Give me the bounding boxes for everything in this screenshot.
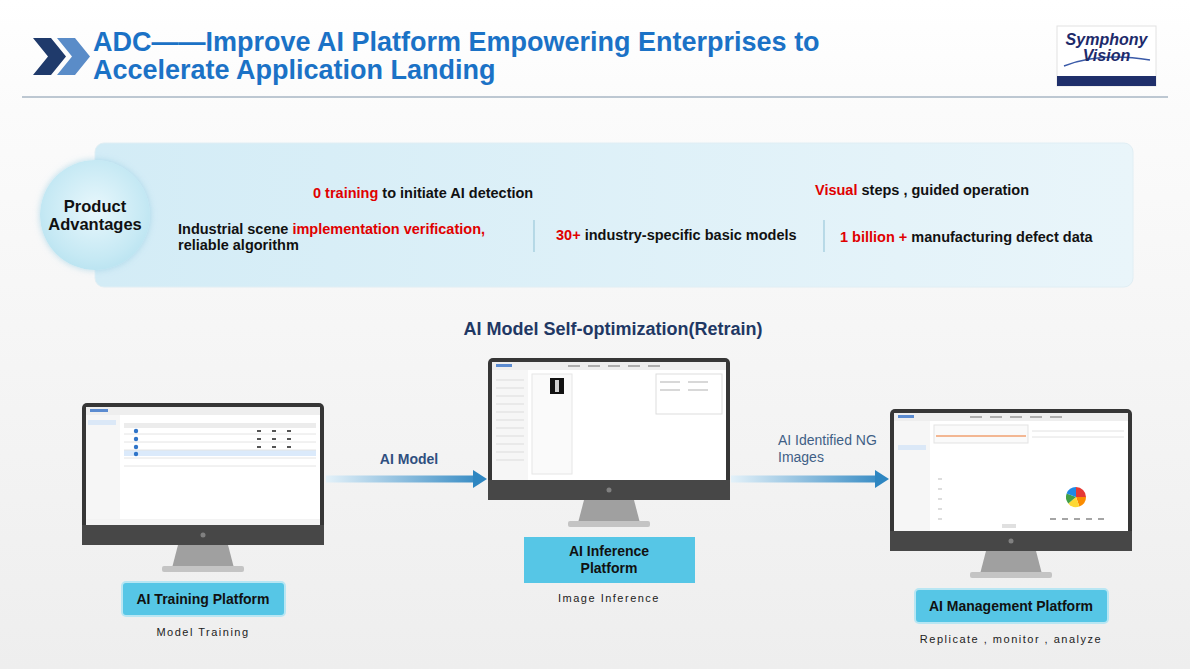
chevron	[57, 38, 90, 75]
divider	[533, 220, 534, 252]
management-monitor	[890, 409, 1132, 578]
ui-rows	[1032, 431, 1124, 437]
ui-toolbar	[894, 413, 1128, 421]
advantage-line: 30+industry-specific basic models	[556, 227, 797, 243]
advantage-text: to initiate AI detection	[382, 185, 533, 201]
highlight-text: Visual	[815, 182, 857, 198]
advantage-line: Industrial sceneimplementation verificat…	[178, 221, 485, 237]
node-text: Product Advantages	[47, 197, 143, 233]
platform-name: AI Management Platform	[929, 598, 1093, 615]
highlight-text: implementation verification,	[292, 221, 485, 237]
chevron	[33, 38, 66, 75]
ui-toolbar	[492, 362, 726, 370]
page-title: ADC——Improve AI Platform Empowering Ente…	[93, 28, 953, 84]
ui-form	[934, 425, 1028, 443]
ui-icon	[134, 452, 138, 456]
pie-slice	[1067, 487, 1076, 497]
advantage-line: 0 trainingto initiate AI detection	[313, 185, 533, 201]
ui-toolbar	[86, 407, 320, 415]
ui-image-part	[555, 380, 559, 392]
platform-caption: Replicate , monitor , analyze	[889, 633, 1133, 645]
ui-footer	[86, 519, 320, 525]
platform-label-box: AI Training Platform	[121, 581, 286, 617]
advantage-text: manufacturing defect data	[911, 229, 1092, 245]
training-monitor	[82, 403, 324, 572]
logo-box	[1057, 26, 1156, 86]
ui-tabs	[568, 365, 660, 367]
edge-label: AI Model	[380, 451, 438, 468]
ui-menu-item	[898, 445, 926, 450]
ui-ticks	[938, 479, 942, 519]
advantage-line: reliable algorithm	[178, 237, 299, 253]
ui-logo	[496, 364, 512, 367]
ui-table-head	[124, 423, 316, 428]
advantage-text: steps , guided operation	[862, 182, 1030, 198]
logo-bar	[1057, 76, 1156, 86]
ui-actions	[257, 431, 291, 447]
platform-name: AI Training Platform	[136, 591, 269, 608]
logo-text: Symphony Vision	[1059, 32, 1154, 64]
inference-monitor	[488, 358, 730, 527]
ui-icon	[134, 445, 138, 449]
ui-icon	[134, 437, 138, 441]
highlight-text: 1 billion +	[840, 229, 907, 245]
ui-list-rows	[496, 380, 524, 460]
pie-legend	[1050, 518, 1104, 520]
ui-button	[1002, 524, 1016, 528]
advantage-circle: Product Advantages	[40, 160, 150, 270]
ui-logo	[898, 415, 914, 418]
monitor	[890, 409, 1132, 578]
ui-logo	[90, 409, 108, 412]
monitor	[488, 358, 730, 527]
platform-caption: Model Training	[80, 626, 326, 638]
monitor	[82, 403, 324, 572]
ui-tabs	[970, 416, 1062, 418]
platform-node: AI Inference PlatformImage Inference	[487, 357, 731, 602]
pie-slice	[1076, 487, 1086, 497]
platform-caption: Image Inference	[487, 592, 731, 604]
platform-node: AI Management PlatformReplicate , monito…	[889, 408, 1133, 644]
highlight-text: 0 training	[313, 185, 378, 201]
edge-label: AI Identified NG Images	[778, 432, 883, 466]
ui-panel-rows	[660, 382, 708, 390]
logo-mark	[1057, 26, 1156, 86]
ui-selected	[936, 435, 1026, 437]
ui-row-selected	[124, 450, 316, 456]
header-chevrons	[33, 38, 90, 75]
advantage-text: Industrial scene	[178, 221, 288, 237]
flow-arrow	[326, 476, 473, 483]
ui-menu-item	[88, 420, 116, 425]
ui-sidebar	[86, 415, 120, 525]
ui-sidebar	[894, 421, 930, 531]
pie-chart	[1066, 487, 1086, 507]
divider	[823, 220, 824, 252]
advantage-band	[95, 143, 1133, 287]
advantage-text: reliable algorithm	[178, 237, 299, 253]
platform-name: AI Inference Platform	[550, 543, 668, 577]
highlight-text: 30+	[556, 227, 581, 243]
advantage-line: 1 billion +manufacturing defect data	[840, 229, 1093, 245]
section-heading: AI Model Self-optimization(Retrain)	[464, 319, 763, 340]
platform-label-box: AI Inference Platform	[524, 537, 695, 583]
advantage-line: Visual steps , guided operation	[815, 182, 1029, 198]
header-rule	[22, 97, 1168, 98]
flow-arrow	[731, 476, 875, 483]
platform-node: AI Training PlatformModel Training	[80, 402, 326, 644]
ui-icon	[134, 429, 138, 433]
ui-list	[492, 370, 528, 480]
ui-thumbs	[532, 374, 572, 474]
platform-label-box: AI Management Platform	[914, 588, 1109, 624]
ui-panel	[656, 374, 722, 414]
advantage-text: industry-specific basic models	[585, 227, 797, 243]
ui-image	[550, 378, 564, 394]
